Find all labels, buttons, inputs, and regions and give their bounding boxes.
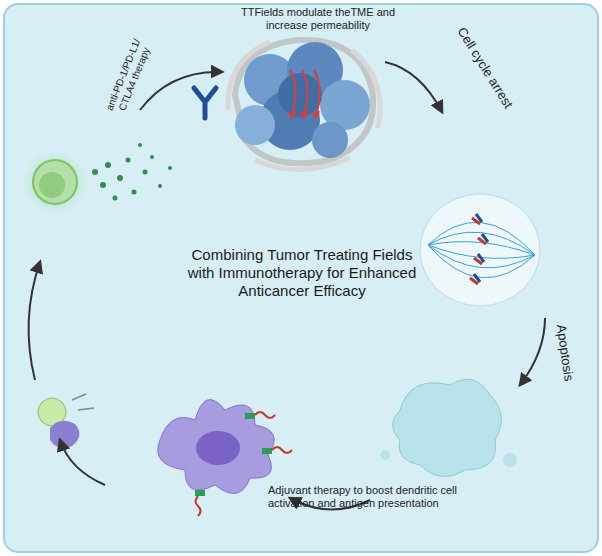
antibody [194,88,216,118]
tcell-dc-interaction [38,394,94,448]
apoptotic-cell [393,379,502,476]
mitotic-spindle [420,194,540,306]
t-cell [23,150,87,214]
tumor-label: TTFields modulate theTME and increase pe… [228,6,408,32]
adjuvant-label: Adjuvant therapy to boost dendritic cell… [268,484,458,510]
cycle-arrows [29,62,545,510]
background-panel [4,4,598,552]
center-title: Combining Tumor Treating Fields with Imm… [182,246,422,300]
tumor-cluster [228,40,380,170]
cytokine-dots [92,143,172,201]
